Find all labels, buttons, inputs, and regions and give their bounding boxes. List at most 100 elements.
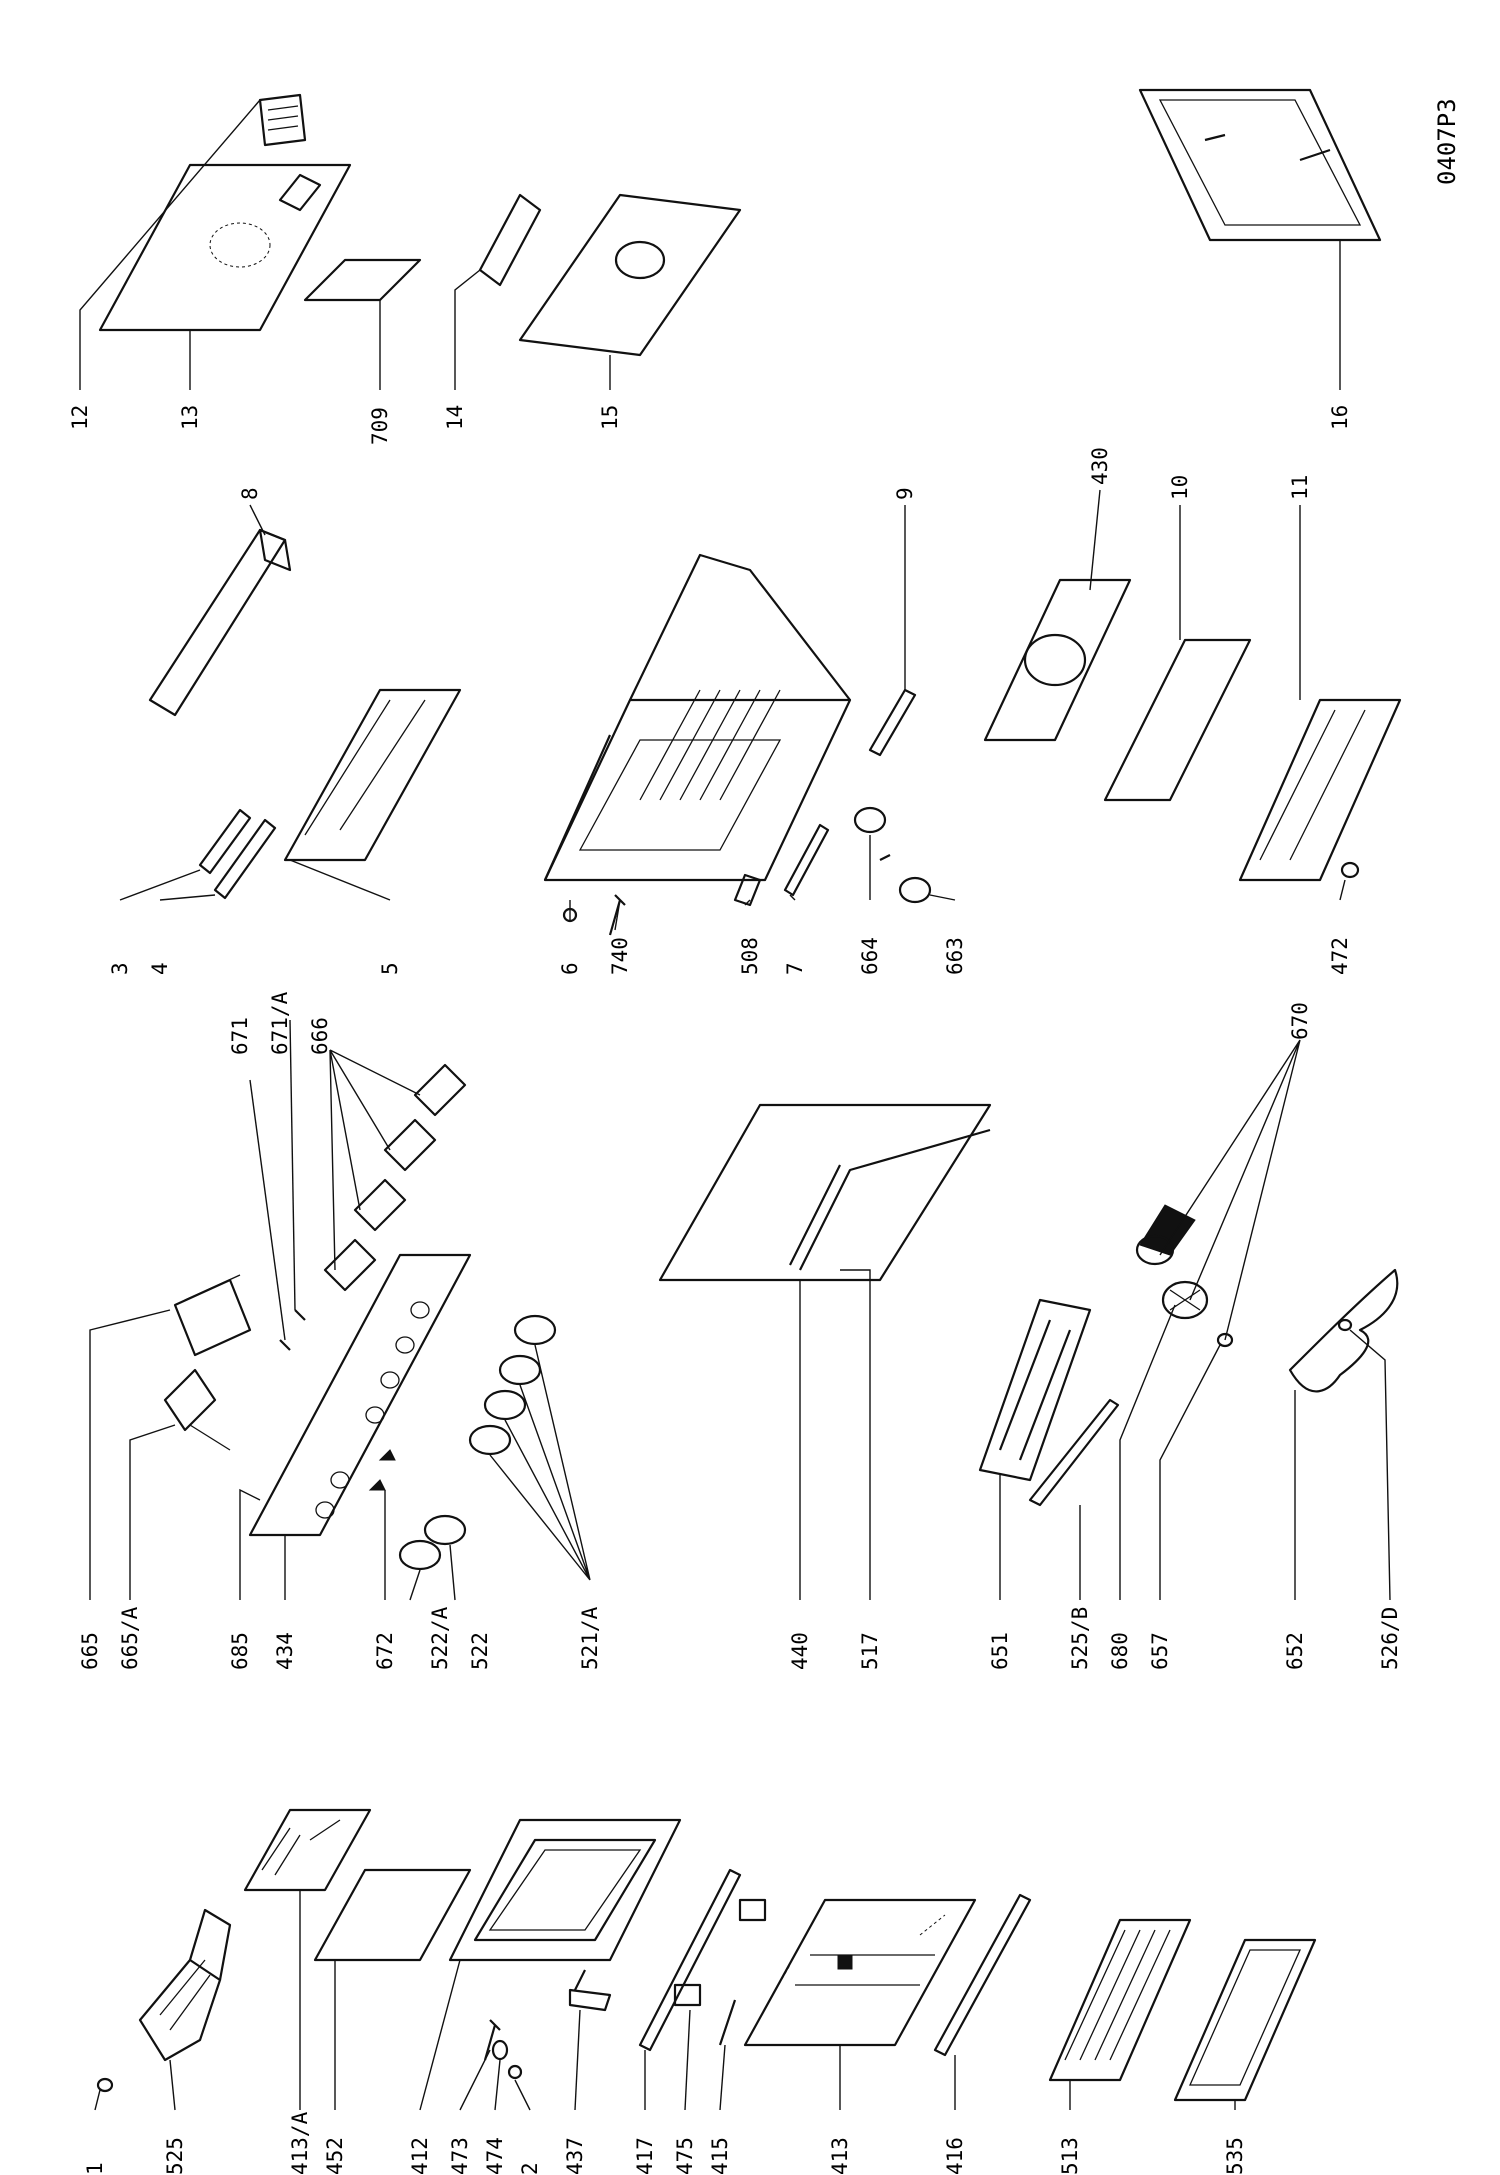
- door-seal-440: [658, 1103, 992, 1282]
- label-3: 3: [108, 962, 132, 975]
- lamp-663: [879, 854, 932, 904]
- control-panel-434: [248, 1253, 472, 1537]
- door-frame-412: [448, 1818, 682, 1962]
- terminal-block-709: [303, 258, 422, 302]
- label-525b: 525/B: [1068, 1607, 1092, 1670]
- side-panel-5: [283, 688, 462, 862]
- knob-522: [398, 1514, 467, 1571]
- part-labels: 1 525 413/A 452 412 473 474 2 437 417 47…: [68, 405, 1402, 2175]
- label-413a: 413/A: [288, 2111, 312, 2175]
- rear-cover-15: [518, 193, 742, 357]
- strip-7: [783, 823, 830, 897]
- label-15: 15: [598, 405, 622, 430]
- label-430: 430: [1088, 447, 1112, 485]
- label-651: 651: [988, 1632, 1012, 1670]
- door-seal-417: [638, 1868, 742, 2052]
- label-7: 7: [783, 962, 807, 975]
- bracket-508: [733, 873, 762, 907]
- label-709: 709: [368, 407, 392, 445]
- door-hinge-strip-416: [933, 1893, 1032, 2057]
- label-5: 5: [378, 962, 402, 975]
- label-513: 513: [1058, 2137, 1082, 2175]
- door-clip-415: [718, 1999, 737, 2046]
- light-lens-3: [198, 808, 252, 875]
- fan-nut-657: [1216, 1332, 1234, 1348]
- label-415: 415: [708, 2137, 732, 2175]
- label-671a: 671/A: [268, 991, 292, 1055]
- door-glass-inner-452: [313, 1868, 472, 1962]
- door-glass-outer-413a: [243, 1808, 372, 1892]
- fan-blade-680: [1161, 1280, 1209, 1320]
- label-680: 680: [1108, 1632, 1132, 1670]
- label-16: 16: [1328, 405, 1352, 430]
- label-508: 508: [738, 937, 762, 975]
- light-holder-4: [213, 818, 277, 900]
- door-hinge-437: [568, 1969, 612, 2012]
- label-452: 452: [323, 2137, 347, 2175]
- oven-grid-shelf-513: [1048, 1918, 1192, 2082]
- circular-element-652: [1288, 1268, 1399, 1393]
- vent-grille-12: [258, 93, 307, 147]
- leader-lines: [79, 99, 1391, 2111]
- label-517: 517: [858, 1632, 882, 1670]
- selector-knobs-666: [323, 1063, 467, 1292]
- door-screw-2: [507, 2064, 523, 2080]
- bottom-panel-11: [1238, 698, 1402, 882]
- label-525: 525: [163, 2137, 187, 2175]
- selector-switch-665: [173, 1274, 252, 1357]
- label-1: 1: [83, 2162, 107, 2175]
- label-666: 666: [308, 1017, 332, 1055]
- label-12: 12: [68, 405, 92, 430]
- door-part-474: [491, 2039, 509, 2061]
- label-9: 9: [893, 487, 917, 500]
- label-412: 412: [408, 2137, 432, 2175]
- knob-spindles-672: [368, 1449, 396, 1491]
- label-434: 434: [273, 1632, 297, 1670]
- label-740: 740: [608, 937, 632, 975]
- grill-element-651: [978, 1298, 1092, 1482]
- label-10: 10: [1168, 475, 1192, 500]
- inner-door-panel-413: [743, 1898, 977, 2047]
- label-521a: 521/A: [578, 1606, 602, 1670]
- bracket-9: [868, 688, 917, 757]
- label-417: 417: [633, 2137, 657, 2175]
- bracket-525b: [1028, 1398, 1120, 1507]
- lamp-holder-664: [853, 806, 887, 834]
- fan-motor-670: [1135, 1204, 1196, 1266]
- drawing-code: 0407P3: [1433, 98, 1461, 185]
- shelf-support-10: [1103, 638, 1252, 802]
- door-screw-473: [483, 2019, 501, 2061]
- label-522: 522: [468, 1632, 492, 1670]
- label-652: 652: [1283, 1632, 1307, 1670]
- label-14: 14: [443, 405, 467, 430]
- label-474: 474: [483, 2137, 507, 2175]
- label-6: 6: [558, 962, 582, 975]
- thermostat-665a: [163, 1368, 231, 1451]
- label-526d: 526/D: [1378, 1607, 1402, 1670]
- door-latch-475: [673, 1898, 767, 2007]
- screw-1: [96, 2077, 114, 2093]
- label-475: 475: [673, 2137, 697, 2175]
- label-685: 685: [228, 1632, 252, 1670]
- label-665: 665: [78, 1632, 102, 1670]
- oven-cavity: [543, 553, 852, 882]
- label-473: 473: [448, 2137, 472, 2175]
- label-416: 416: [943, 2137, 967, 2175]
- label-437: 437: [563, 2137, 587, 2175]
- label-440: 440: [788, 1632, 812, 1670]
- label-522a: 522/A: [428, 1606, 452, 1670]
- bracket-14: [478, 193, 542, 287]
- element-fixing-526d: [1337, 1318, 1353, 1332]
- label-8: 8: [238, 487, 262, 500]
- top-panel-13: [98, 163, 352, 332]
- label-672: 672: [373, 1632, 397, 1670]
- door-gasket-517: [789, 1128, 991, 1271]
- label-665a: 665/A: [118, 1606, 142, 1670]
- foot-472: [1340, 861, 1360, 879]
- label-2: 2: [518, 2162, 542, 2175]
- door-top-trim-525: [138, 1908, 232, 2062]
- label-472: 472: [1328, 937, 1352, 975]
- label-670: 670: [1288, 1002, 1312, 1040]
- label-11: 11: [1288, 475, 1312, 500]
